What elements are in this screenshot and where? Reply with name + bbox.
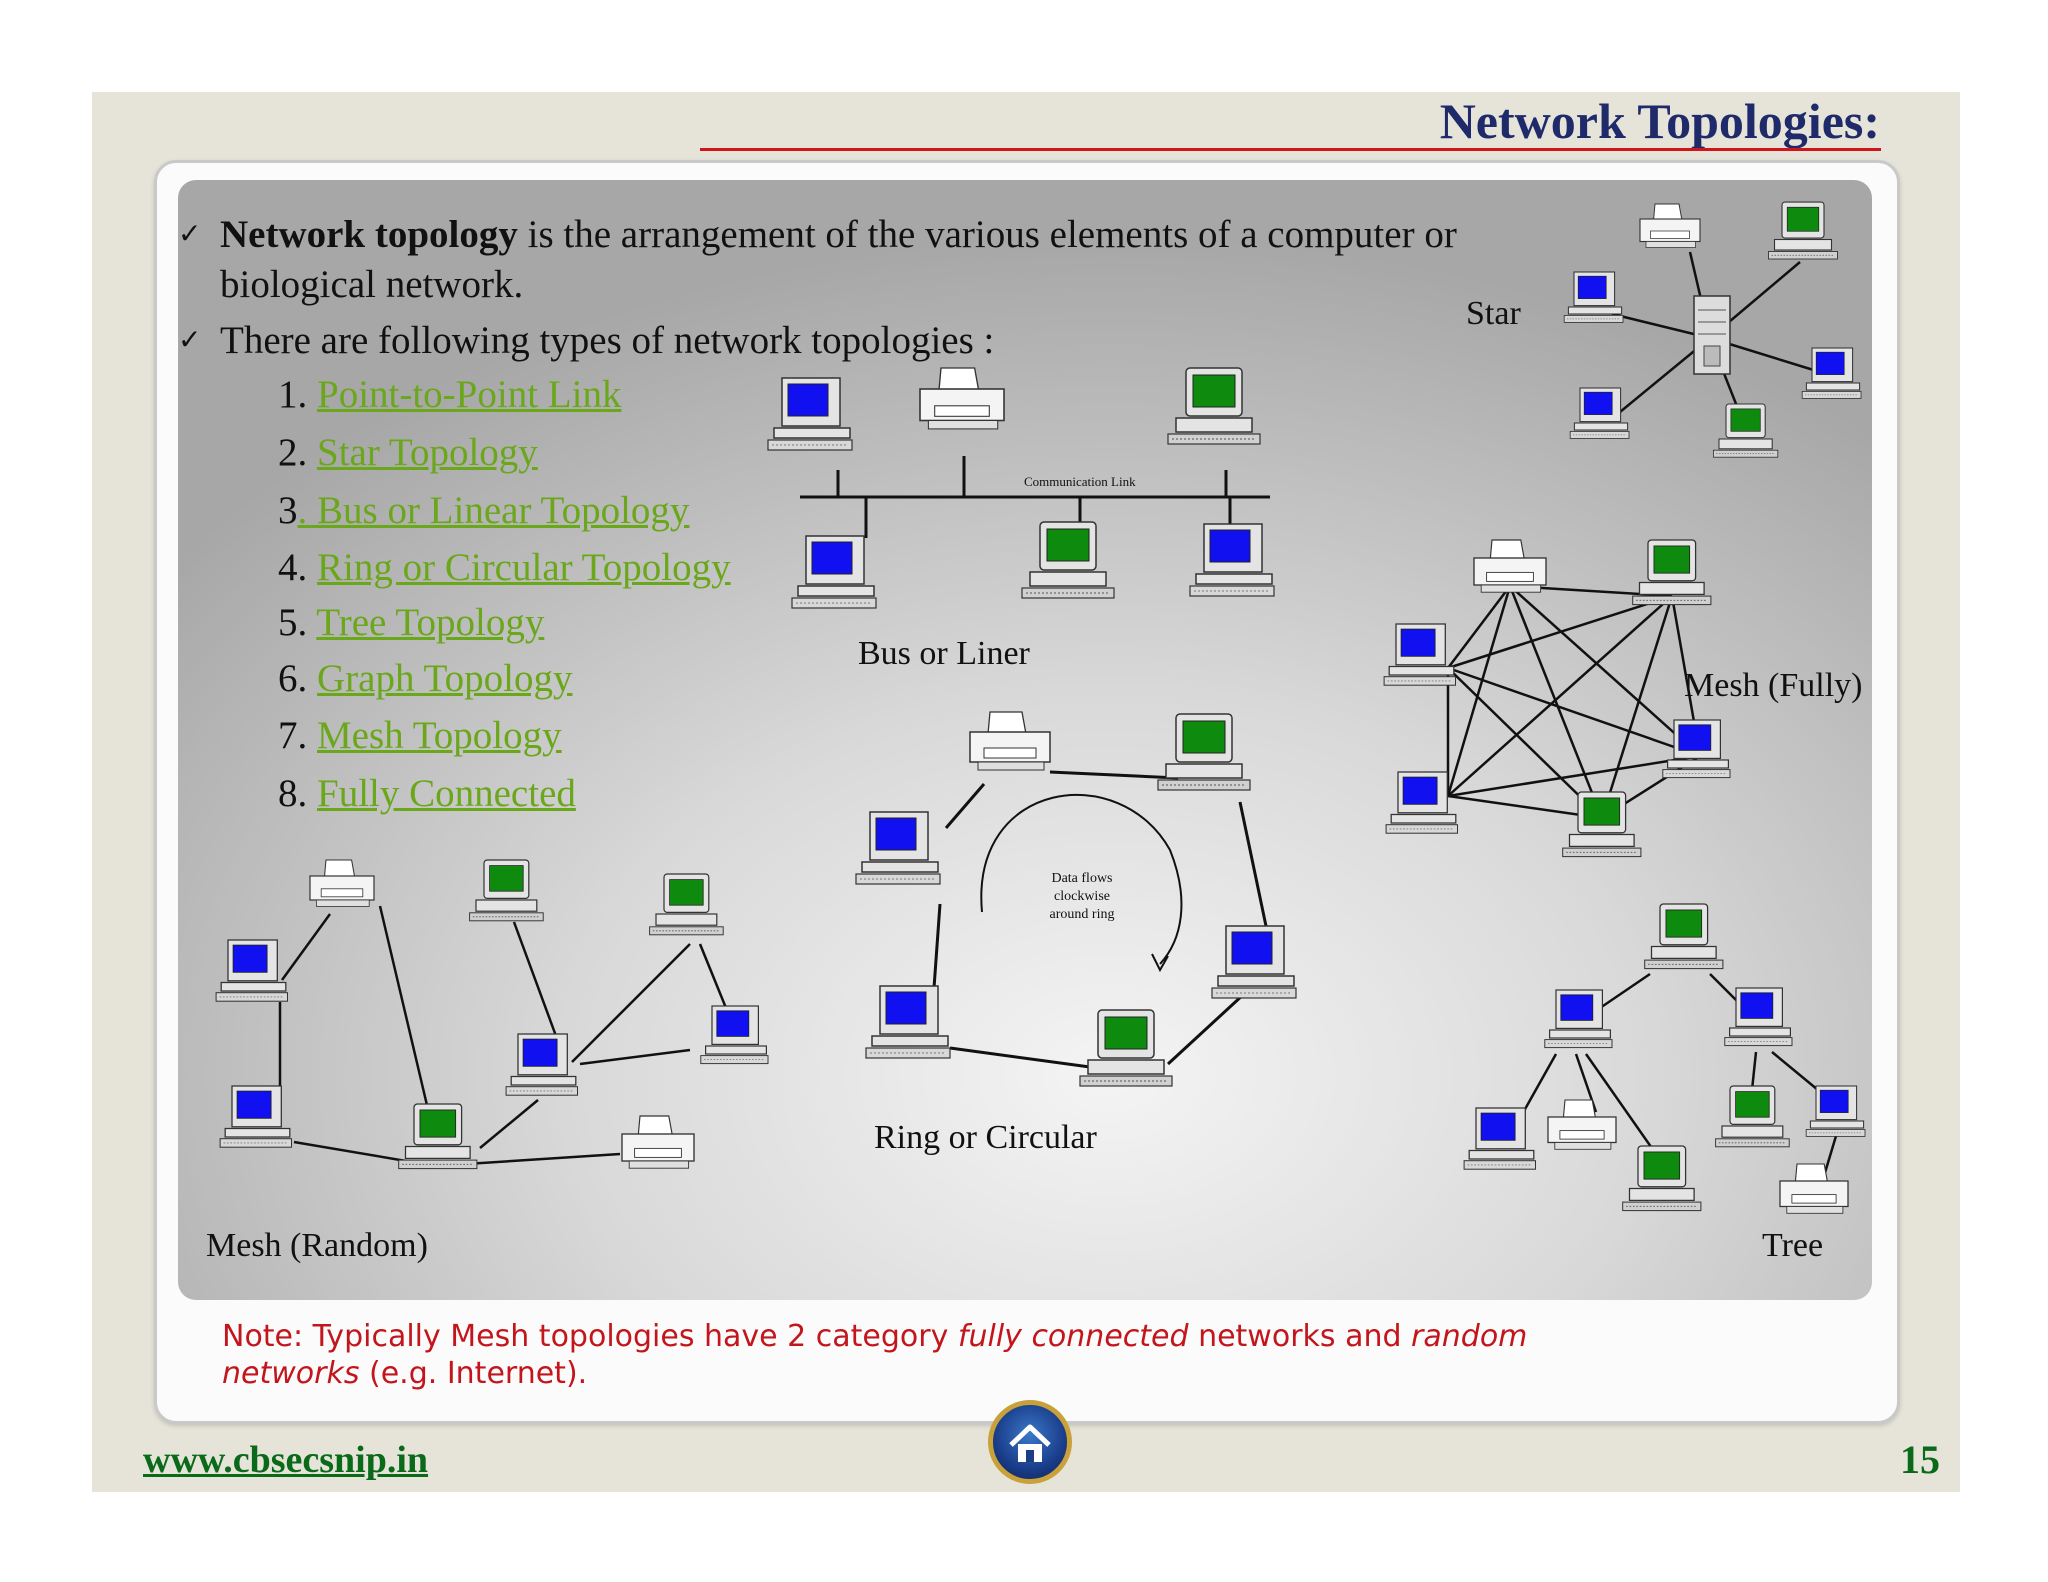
list-item: 2. Star Topology <box>278 430 538 475</box>
label-mesh-fully: Mesh (Fully) <box>1684 667 1863 704</box>
note-text: Note: Typically Mesh topologies have 2 c… <box>222 1319 958 1354</box>
label-ring: Ring or Circular <box>874 1119 1098 1156</box>
footer-website-link[interactable]: www.cbsecsnip.in <box>143 1439 429 1481</box>
mesh-fully-diagram <box>1446 584 1702 820</box>
title-underline <box>700 148 1881 151</box>
list-number: 3 <box>278 489 298 532</box>
label-mesh-random: Mesh (Random) <box>206 1227 428 1264</box>
list-number: 2. <box>278 431 317 474</box>
mesh-note: Note: Typically Mesh topologies have 2 c… <box>222 1318 1602 1392</box>
mesh-random-diagram <box>278 905 728 1166</box>
list-item: 8. Fully Connected <box>278 771 576 816</box>
ring-note-1: Data flows <box>1051 871 1112 886</box>
bus-diagram <box>800 456 1270 538</box>
bullet-2: ✓ There are following types of network t… <box>178 316 995 366</box>
bullet-1-bold: Network topology <box>220 213 518 256</box>
list-number: 6. <box>278 657 317 700</box>
link-bus-topology[interactable]: . Bus or Linear Topology <box>297 489 690 532</box>
label-star: Star <box>1466 295 1521 332</box>
link-mesh-topology[interactable]: Mesh Topology <box>317 714 562 757</box>
list-item: 6. Graph Topology <box>278 656 572 701</box>
link-fully-connected[interactable]: Fully Connected <box>317 772 576 815</box>
ring-note-2: clockwise <box>1054 889 1110 904</box>
bullet-1-text: is the arrangement of the various elemen… <box>517 213 1457 256</box>
link-ring-topology[interactable]: Ring or Circular Topology <box>317 546 731 589</box>
list-number: 8. <box>278 772 317 815</box>
bullet-1-line-2: biological network. <box>220 263 524 306</box>
list-item: 3. Bus or Linear Topology <box>278 488 689 533</box>
diagram-labels: Star Communication Link Bus or Liner Mes… <box>206 295 1863 1264</box>
note-text: (e.g. Internet). <box>359 1356 588 1391</box>
check-icon: ✓ <box>178 325 202 356</box>
list-item: 1. Point-to-Point Link <box>278 372 621 417</box>
link-star-topology[interactable]: Star Topology <box>317 431 538 474</box>
check-icon: ✓ <box>178 219 202 250</box>
tree-diagram <box>1518 972 1838 1177</box>
label-communication-link: Communication Link <box>1024 474 1136 489</box>
link-graph-topology[interactable]: Graph Topology <box>317 657 573 700</box>
list-number: 7. <box>278 714 317 757</box>
list-item: 5. Tree Topology <box>278 600 544 645</box>
list-number: 4. <box>278 546 317 589</box>
note-emphasis: fully connected <box>957 1319 1189 1354</box>
note-text: networks and <box>1188 1319 1412 1354</box>
slide-title: Network Topologies: <box>1439 93 1880 149</box>
note-emphasis: random <box>1411 1319 1528 1354</box>
link-tree-topology[interactable]: Tree Topology <box>316 601 545 644</box>
ring-note-3: around ring <box>1050 907 1115 922</box>
list-item: 7. Mesh Topology <box>278 713 562 758</box>
label-tree: Tree <box>1762 1227 1823 1264</box>
list-item: 4. Ring or Circular Topology <box>278 545 731 590</box>
home-glyph <box>1009 1424 1051 1462</box>
home-icon[interactable] <box>988 1400 1072 1484</box>
page-number: 15 <box>1900 1437 1940 1482</box>
list-number: 1. <box>278 373 317 416</box>
link-point-to-point[interactable]: Point-to-Point Link <box>317 373 622 416</box>
bullet-2-text: There are following types of network top… <box>220 319 995 362</box>
bullet-1: ✓ Network topology is the arrangement of… <box>178 210 1457 260</box>
list-number: 5. <box>278 601 317 644</box>
note-emphasis: networks <box>222 1356 360 1391</box>
label-bus: Bus or Liner <box>858 635 1031 672</box>
